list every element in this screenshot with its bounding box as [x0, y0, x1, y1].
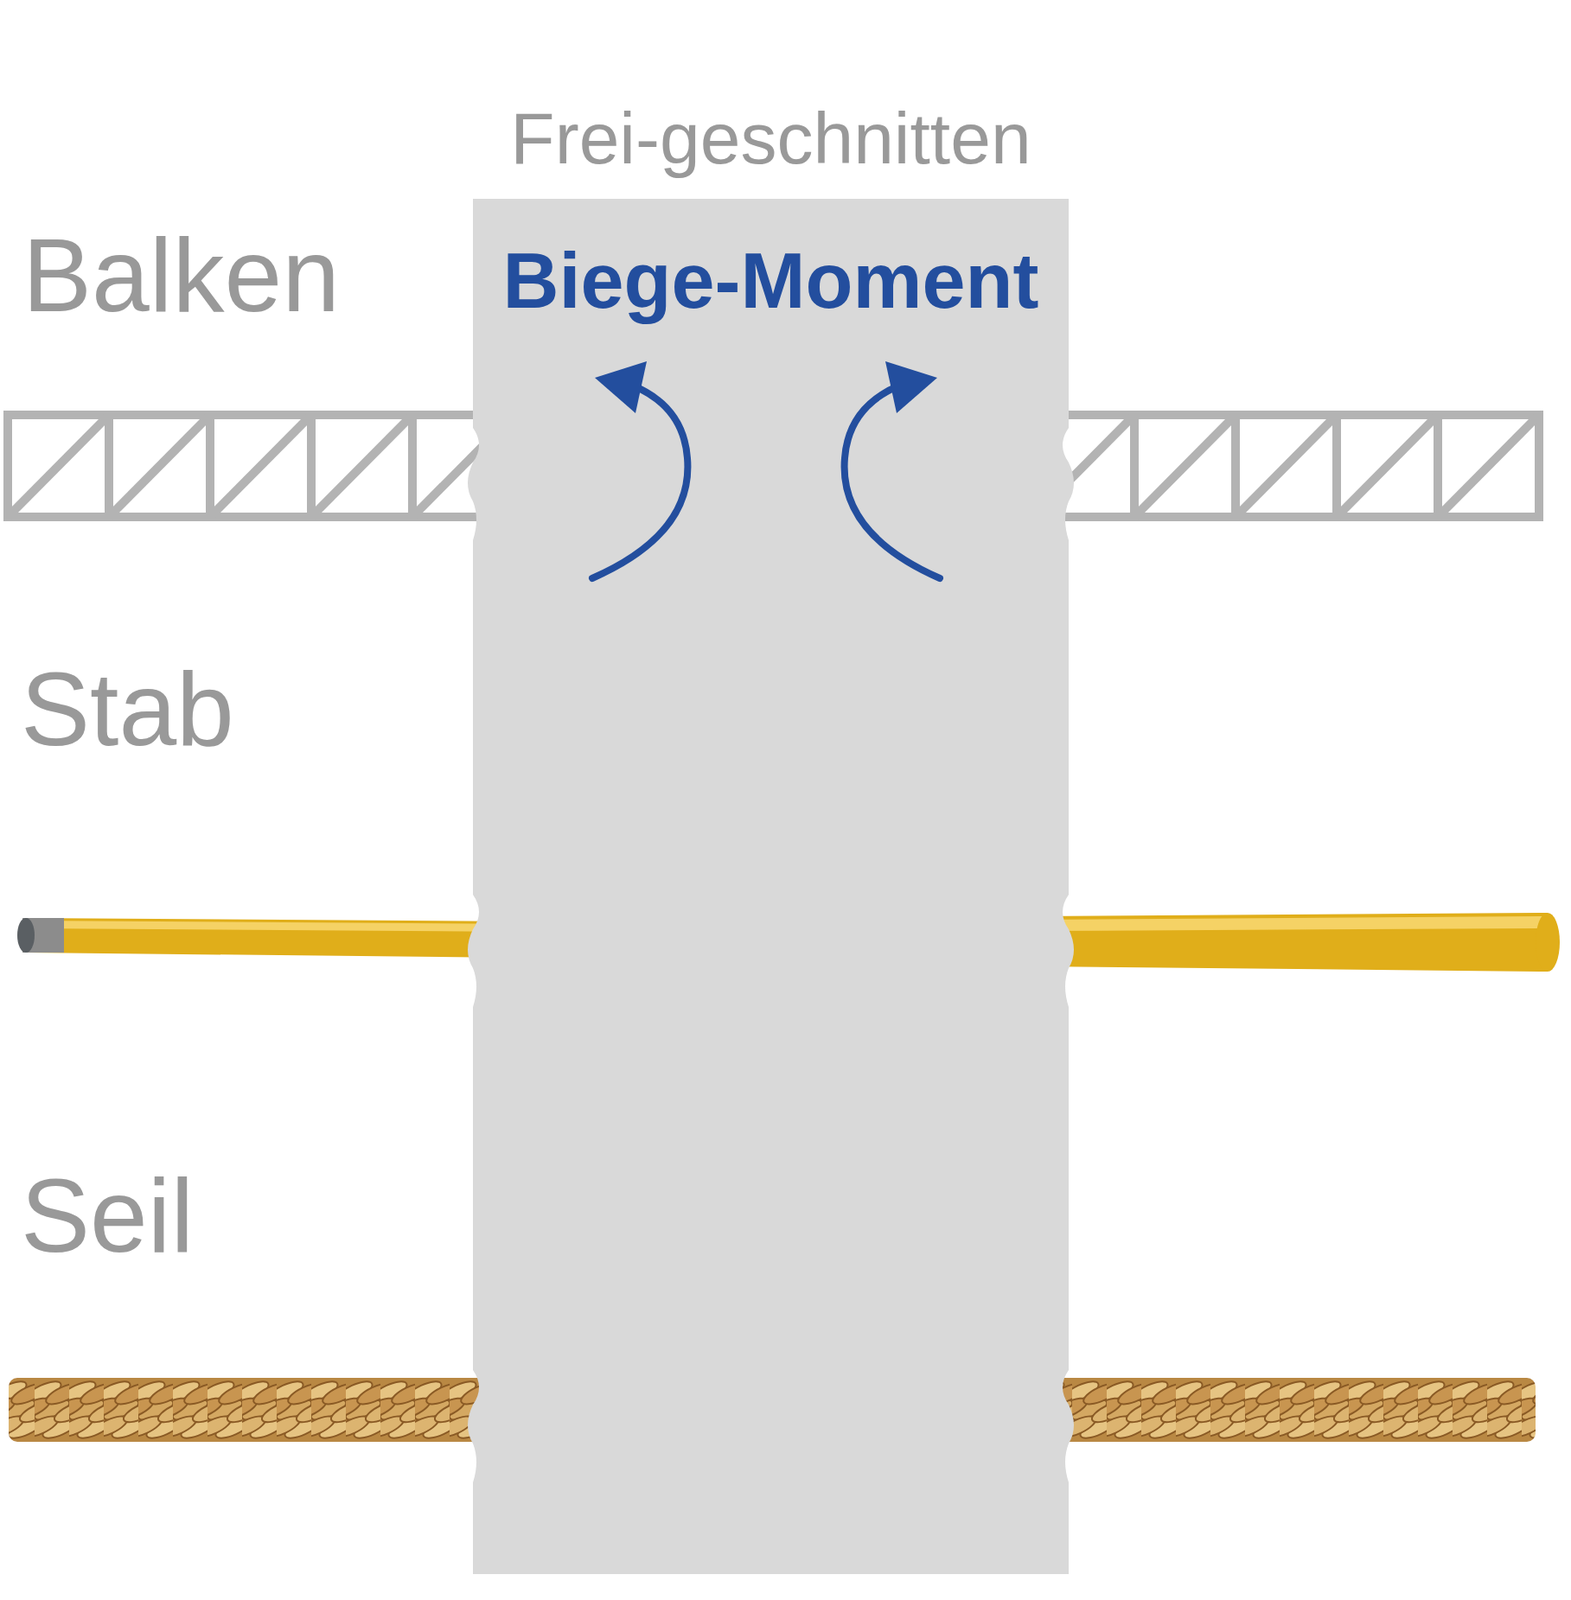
- moment-label: Biege-Moment: [502, 242, 1039, 320]
- band-shape: [472, 198, 1069, 1575]
- cut-section-band: Frei-geschnittenBiege-Moment: [472, 198, 1069, 1575]
- element-label: Seil: [20, 1163, 194, 1268]
- element-label: Balken: [22, 223, 340, 327]
- element-label: Stab: [20, 657, 235, 761]
- section-heading: Frei-geschnitten: [510, 102, 1031, 175]
- moment-arrows: [592, 361, 940, 579]
